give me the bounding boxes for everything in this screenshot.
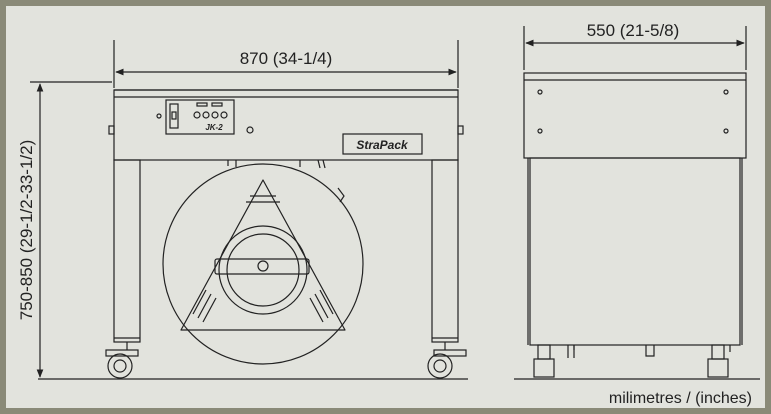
caster-front-left <box>105 342 139 379</box>
dimension-width-side: 550 (21-5/8) <box>587 21 680 40</box>
control-panel <box>165 99 235 135</box>
dimension-width-front: 870 (34-1/4) <box>240 49 333 68</box>
brand-label: StraPack <box>356 138 409 152</box>
brand-plate <box>342 133 423 155</box>
knob-icon <box>246 126 254 134</box>
side-view <box>523 72 747 378</box>
units-label: milimetres / (inches) <box>609 390 752 407</box>
dimension-width-side-line <box>523 26 747 70</box>
dimension-height: 750-850 (29-1/2-33-1/2) <box>17 140 36 321</box>
dimension-width-front-line <box>113 40 459 88</box>
model-label: JK-2 <box>205 123 223 132</box>
reel-handle <box>214 258 310 275</box>
caster-front-right <box>427 342 467 379</box>
strap-reel <box>162 163 364 365</box>
front-view <box>105 89 467 379</box>
caster-side-right <box>707 344 729 378</box>
caster-side-left <box>533 344 555 378</box>
dimension-height-line <box>30 81 112 378</box>
